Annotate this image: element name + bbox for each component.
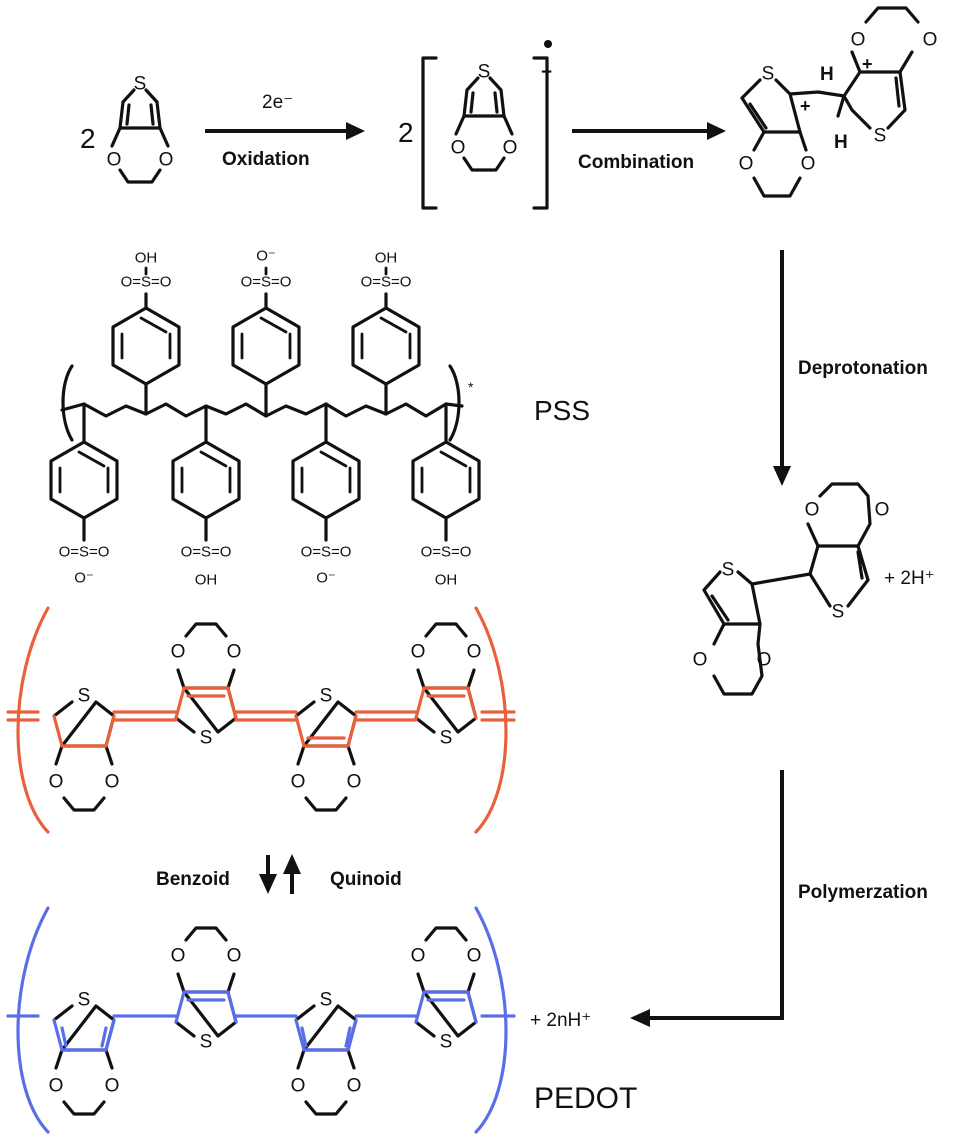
oxidation-arrow: 2e⁻ Oxidation: [205, 92, 365, 170]
svg-text:O: O: [801, 154, 816, 175]
svg-text:Combination: Combination: [578, 152, 694, 173]
svg-text:S: S: [874, 126, 887, 147]
pedot-benzoid-chain: [6, 906, 516, 1134]
svg-text:Oxidation: Oxidation: [222, 149, 310, 170]
svg-text:O: O: [757, 650, 772, 671]
svg-text:S: S: [832, 602, 845, 623]
svg-text:OH: OH: [435, 572, 458, 589]
pss-polymer: * O=S=O OH O=S=O O⁻ O=S=O OH O=S=O: [49, 248, 590, 589]
polymerization-arrow: Polymerzation: [630, 770, 928, 1027]
svg-text:O: O: [693, 650, 708, 671]
pedot-quinoid-chain: [6, 606, 516, 834]
svg-text:*: *: [468, 379, 474, 395]
svg-text:PEDOT: PEDOT: [534, 1082, 637, 1115]
sulfonate-down: O=S=O O⁻ O=S=O OH O=S=O O⁻ O=S=O OH: [59, 544, 472, 589]
svg-text:2e⁻: 2e⁻: [262, 92, 293, 113]
svg-text:O: O: [805, 500, 820, 521]
edot-monomer: 2: [80, 71, 175, 184]
svg-text:O⁻: O⁻: [316, 570, 336, 587]
svg-text:O=S=O: O=S=O: [181, 544, 232, 561]
svg-text:O: O: [875, 500, 890, 521]
sulfonate-up: O=S=O OH O=S=O O⁻ O=S=O OH: [121, 248, 412, 291]
svg-text:Quinoid: Quinoid: [330, 869, 402, 890]
combination-arrow: Combination: [572, 122, 726, 173]
svg-text:O: O: [739, 154, 754, 175]
svg-text:O=S=O: O=S=O: [421, 544, 472, 561]
svg-text:OH: OH: [375, 250, 398, 267]
svg-text:O=S=O: O=S=O: [59, 544, 110, 561]
svg-text:+ 2nH⁺: + 2nH⁺: [530, 1010, 591, 1031]
svg-text:O: O: [851, 30, 866, 51]
svg-text:O=S=O: O=S=O: [301, 544, 352, 561]
svg-text:Benzoid: Benzoid: [156, 869, 230, 890]
svg-text:Polymerzation: Polymerzation: [798, 882, 928, 903]
svg-text:H: H: [820, 64, 834, 85]
svg-text:O⁻: O⁻: [256, 248, 276, 265]
svg-text:Deprotonation: Deprotonation: [798, 358, 928, 379]
svg-text:+: +: [541, 62, 552, 83]
svg-text:O⁻: O⁻: [74, 570, 94, 587]
deprotonation-arrow: Deprotonation: [773, 250, 928, 486]
edot-dimer: S O O S O O + 2H⁺: [693, 482, 935, 696]
svg-text:OH: OH: [135, 250, 158, 267]
svg-text:O=S=O: O=S=O: [121, 274, 172, 291]
svg-text:+ 2H⁺: + 2H⁺: [884, 568, 935, 589]
svg-text:+: +: [800, 96, 811, 116]
svg-text:O=S=O: O=S=O: [361, 274, 412, 291]
svg-text:2: 2: [398, 117, 414, 148]
svg-text:H: H: [834, 132, 848, 153]
edot-radical-cation: 2 +: [398, 40, 552, 210]
svg-text:O=S=O: O=S=O: [241, 274, 292, 291]
svg-text:2: 2: [80, 123, 96, 154]
dimer-dication: S O O + H H S + O O: [739, 6, 938, 198]
svg-text:S: S: [762, 64, 775, 85]
benzoid-quinoid-equilibrium: Benzoid Quinoid: [156, 854, 402, 894]
svg-text:PSS: PSS: [534, 395, 590, 426]
svg-text:OH: OH: [195, 572, 218, 589]
svg-text:S: S: [722, 560, 735, 581]
svg-text:+: +: [862, 54, 873, 74]
svg-text:O: O: [923, 30, 938, 51]
